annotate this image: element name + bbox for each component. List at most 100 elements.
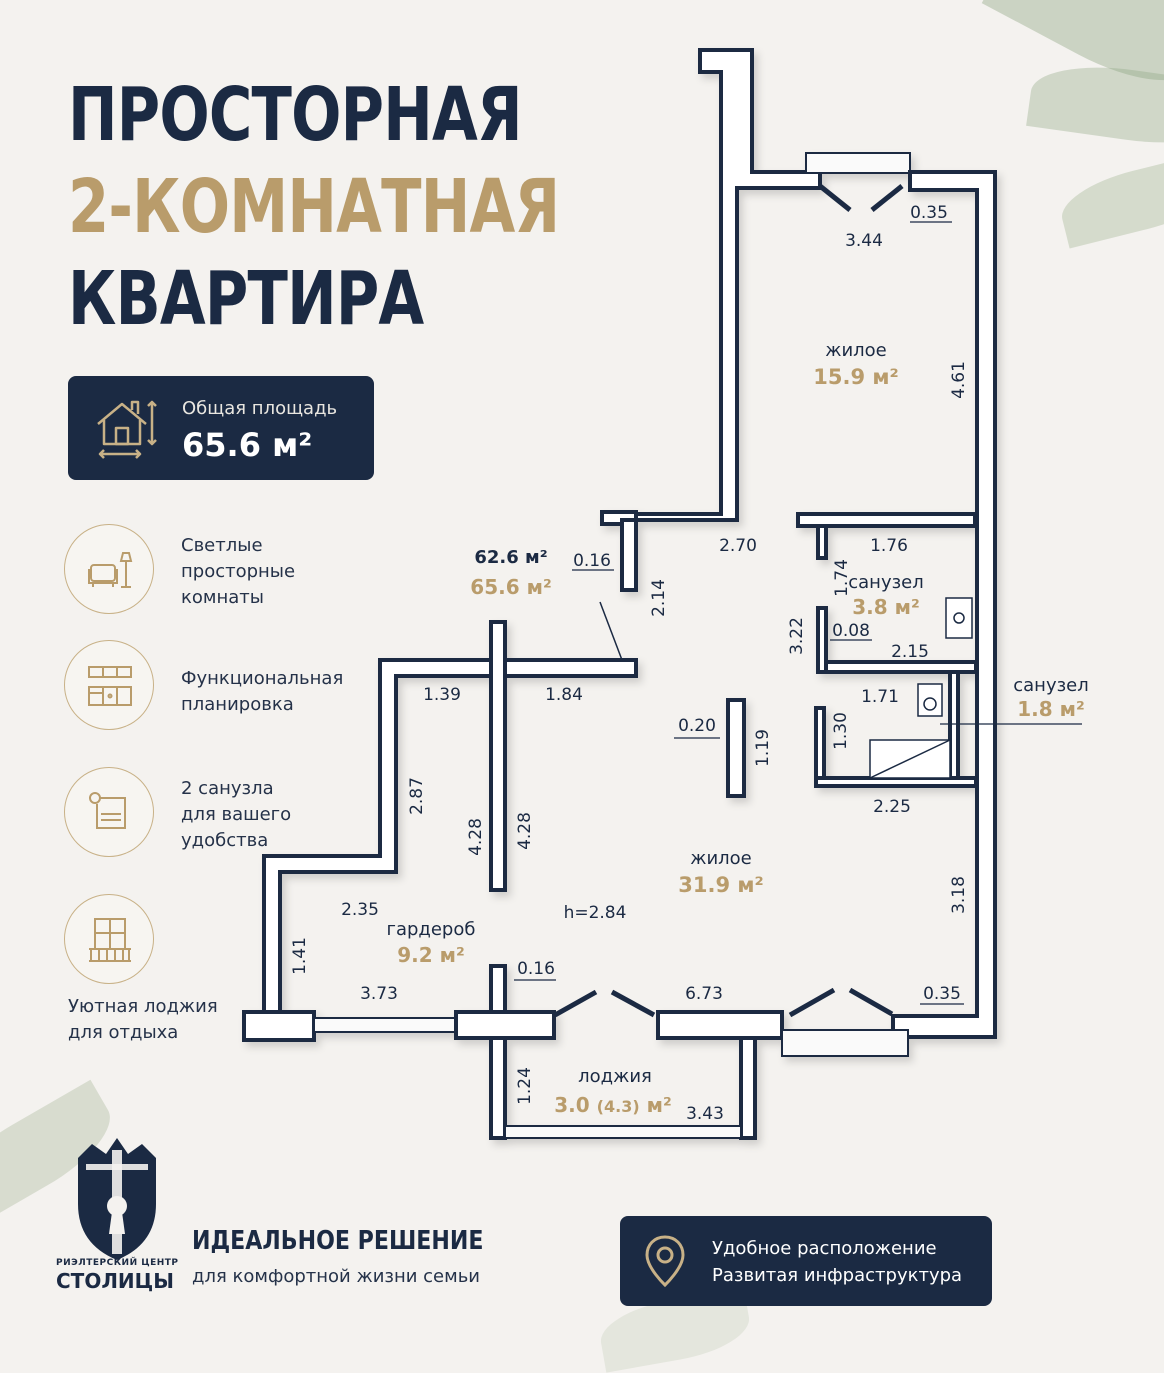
apartment-total-area: 65.6 м² xyxy=(470,575,551,599)
feature-icon-circle xyxy=(64,640,154,730)
location-line-1: Удобное расположение xyxy=(712,1238,937,1259)
wall-bedroom-bath xyxy=(796,512,977,528)
dimension-label: 3.44 xyxy=(845,231,883,251)
shield-keyhole-logo xyxy=(78,1138,156,1260)
total-area-value: 65.6 м² xyxy=(182,426,313,464)
room-name-wardrobe: гардероб xyxy=(387,919,476,940)
ceiling-height: h=2.84 xyxy=(564,903,627,923)
wall-bath1-bottom xyxy=(824,660,978,674)
dimension-label: 1.39 xyxy=(423,685,461,705)
slogan-subtitle: для комфортной жизни семьи xyxy=(192,1266,481,1287)
logo-subtitle: РИЭЛТЕРСКИЙ ЦЕНТР xyxy=(56,1258,179,1268)
room-area-bath1: 3.8 м² xyxy=(852,595,920,619)
dimension-label: 1.19 xyxy=(753,729,773,767)
feature-text-bathrooms: 2 санузла для вашего удобства xyxy=(181,778,292,851)
wall-bottom-center-right xyxy=(656,1010,784,1040)
dimension-label: 1.71 xyxy=(861,687,899,707)
title-line-1: ПРОСТОРНАЯ xyxy=(68,72,523,158)
dimension-label: 3.18 xyxy=(949,876,969,914)
dimension-label: 1.30 xyxy=(831,712,851,750)
dimension-label: 0.20 xyxy=(678,716,716,736)
dimension-label: 1.76 xyxy=(870,536,908,556)
window-living xyxy=(781,1029,909,1057)
dimension-label: 4.28 xyxy=(515,812,535,850)
room-name-loggia: лоджия xyxy=(578,1066,652,1087)
wall-loggia-top-stub xyxy=(489,964,507,1014)
balcony-door-icon xyxy=(89,918,131,962)
kitchen-icon xyxy=(88,666,132,706)
wall-bath-stub xyxy=(816,524,828,560)
wall-bath2-bottom xyxy=(814,776,978,788)
wall-corridor-stub xyxy=(620,518,638,592)
dimension-label: 1.24 xyxy=(515,1067,535,1105)
room-area-loggia: 3.0 (4.3) м² xyxy=(554,1093,671,1117)
wall-loggia-left xyxy=(489,1036,507,1140)
dimension-label: 2.25 xyxy=(873,797,911,817)
window-loggia xyxy=(504,1125,742,1139)
dimension-label: 6.73 xyxy=(685,984,723,1004)
wall-bath2-left xyxy=(814,706,826,788)
sink-icon xyxy=(945,597,973,639)
dimension-label: 1.84 xyxy=(545,685,583,705)
dimension-label: 2.35 xyxy=(341,900,379,920)
wall-top-left xyxy=(606,48,822,522)
feature-text-rooms: Светлые просторные комнаты xyxy=(181,535,296,608)
plan-fixtures xyxy=(599,597,973,779)
column-center xyxy=(726,698,746,798)
title-line-3: КВАРТИРА xyxy=(68,256,424,342)
feature-icon-circle xyxy=(64,894,154,984)
room-area-bedroom: 15.9 м² xyxy=(813,365,899,389)
window-bedroom xyxy=(805,152,911,174)
wall-bottom-left-corner xyxy=(242,1010,316,1042)
wall-right-outer xyxy=(891,170,997,1039)
wall-left-outer xyxy=(262,658,638,1014)
slogan-title: ИДЕАЛЬНОЕ РЕШЕНИЕ xyxy=(192,1226,484,1256)
room-area-living: 31.9 м² xyxy=(678,873,764,897)
location-pin-icon xyxy=(645,1235,685,1288)
dimension-label: 0.16 xyxy=(573,551,611,571)
feature-text-layout: Функциональная планировка xyxy=(181,668,344,715)
title-line-2: 2-КОМНАТНАЯ xyxy=(68,164,560,250)
dimension-label: 0.08 xyxy=(832,621,870,641)
plan-walls xyxy=(242,48,997,1140)
dimension-label: 2.70 xyxy=(719,536,757,556)
dimension-label: 0.35 xyxy=(923,984,961,1004)
house-area-icon xyxy=(97,400,157,459)
dimension-label: 2.87 xyxy=(407,777,427,815)
dimension-label: 0.35 xyxy=(910,203,948,223)
dimension-label: 1.74 xyxy=(832,559,852,597)
wall-wardrobe-partition xyxy=(489,620,507,892)
dimension-label: 1.41 xyxy=(290,937,310,975)
apartment-living-area: 62.6 м² xyxy=(474,547,547,568)
feature-icon-circle xyxy=(64,524,154,614)
wall-bath2-right xyxy=(948,670,960,784)
window-wardrobe xyxy=(313,1017,457,1033)
wall-bottom-center-left xyxy=(454,1010,556,1040)
dimension-label: 0.16 xyxy=(517,959,555,979)
dimension-label: 3.73 xyxy=(360,984,398,1004)
room-area-bath2: 1.8 м² xyxy=(1017,697,1085,721)
toilet-icon xyxy=(917,683,943,717)
armchair-lamp-icon xyxy=(88,552,133,588)
room-area-wardrobe: 9.2 м² xyxy=(397,943,465,967)
plan-doors xyxy=(553,184,904,1018)
dimension-label: 3.43 xyxy=(686,1104,724,1124)
dimension-label: 2.15 xyxy=(891,642,929,662)
total-area-card: Общая площадь 65.6 м² xyxy=(68,376,374,480)
location-card: Удобное расположение Развитая инфраструк… xyxy=(620,1216,992,1306)
wall-loggia-right xyxy=(739,1036,757,1140)
room-name-living: жилое xyxy=(690,848,752,869)
dimension-label: 4.61 xyxy=(949,361,969,399)
dimension-label: 3.22 xyxy=(787,617,807,655)
room-name-bedroom: жилое xyxy=(825,340,887,361)
location-line-2: Развитая инфраструктура xyxy=(712,1265,963,1286)
feature-text-loggia: Уютная лоджия для отдыха xyxy=(68,996,218,1043)
dimension-label: 4.28 xyxy=(466,818,486,856)
logo-name: СТОЛИЦЫ xyxy=(56,1269,174,1293)
wall-bath1-left xyxy=(816,606,828,674)
dimension-label: 2.14 xyxy=(649,579,669,617)
towel-icon xyxy=(89,792,126,829)
room-name-bath2: санузел xyxy=(1013,675,1089,696)
feature-icon-circle xyxy=(64,767,154,857)
